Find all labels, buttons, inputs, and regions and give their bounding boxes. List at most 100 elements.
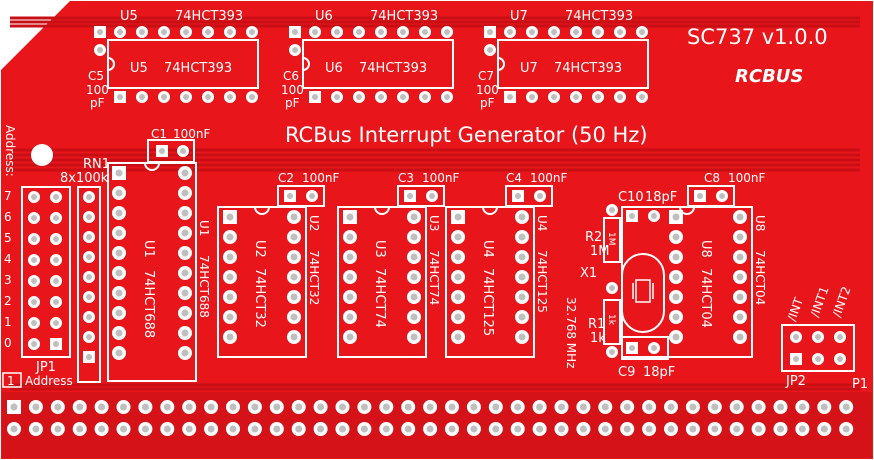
pad-round	[669, 250, 683, 264]
pad-round	[353, 26, 365, 38]
pad-round	[620, 422, 635, 436]
pad-round	[50, 400, 65, 414]
ic-mid-side-part: 74HCT74	[427, 250, 441, 305]
pad-round	[28, 212, 40, 224]
pad-round	[554, 400, 569, 414]
cap-ref: C5	[88, 69, 104, 83]
c8-value: 100nF	[728, 171, 766, 185]
cap-ref: C3	[398, 171, 414, 185]
pad-round	[576, 422, 591, 436]
pad-square	[284, 190, 296, 202]
pad-round	[83, 231, 95, 243]
pad-round	[28, 400, 43, 414]
pad-round	[441, 26, 453, 38]
pad-round	[733, 310, 747, 324]
c10-ref: C10	[618, 190, 644, 205]
pad-round	[419, 91, 431, 103]
pad-round	[223, 270, 237, 284]
pad-round	[423, 400, 438, 414]
pad-round	[343, 310, 357, 324]
cap-unit: pF	[90, 96, 105, 110]
pad-round	[94, 44, 106, 56]
ic-top-body-ref: U5	[130, 61, 148, 76]
pad-round	[112, 186, 126, 200]
pad-square	[512, 190, 524, 202]
cap-value: 100nF	[530, 171, 568, 185]
r1-body: 1k	[606, 314, 616, 326]
pad-round	[598, 422, 613, 436]
pad-round	[515, 310, 529, 324]
pad-square	[504, 91, 516, 103]
pad-round	[526, 91, 538, 103]
ic-mid-body-part: 74HCT125	[480, 268, 495, 336]
pad-round	[636, 91, 648, 103]
pad-round	[178, 206, 192, 220]
x1-ref: X1	[580, 266, 597, 281]
cap-ref: C4	[506, 171, 522, 185]
pad-round	[664, 400, 678, 414]
u1-body-part: 74HCT688	[141, 270, 156, 338]
pad-round	[620, 400, 635, 414]
ic-top-body-part: 74HCT393	[359, 61, 427, 76]
pad-round	[733, 330, 747, 344]
rn1-value: 8x100k	[60, 171, 109, 186]
pad-round	[343, 330, 357, 344]
pad-round	[357, 400, 372, 414]
pad-square	[790, 353, 802, 365]
ic-top-body-part: 74HCT393	[164, 61, 232, 76]
pad-square	[694, 190, 706, 202]
pad-round	[83, 211, 95, 223]
ic-mid-side-part: 74HCT32	[307, 250, 321, 305]
pad-round	[648, 210, 660, 222]
pad-round	[287, 210, 301, 224]
pad-square	[7, 400, 21, 414]
pad-round	[751, 400, 766, 414]
pad-round	[642, 400, 657, 414]
pad-round	[269, 422, 284, 436]
pad-round	[773, 422, 788, 436]
c9-ref: C9	[618, 365, 635, 380]
pad-round	[28, 191, 40, 203]
pad-round	[331, 26, 343, 38]
ic-mid-body-ref: U4	[480, 240, 495, 258]
pad-round	[466, 400, 481, 414]
pad-round	[407, 250, 421, 264]
pad-round	[313, 422, 328, 436]
pad-round	[28, 275, 40, 287]
c9-value: 18pF	[643, 365, 675, 380]
pad-round	[72, 422, 87, 436]
pad-round	[606, 282, 618, 294]
pad-round	[554, 422, 569, 436]
pad-round	[466, 422, 481, 436]
pad-round	[570, 26, 582, 38]
pad-square	[343, 210, 357, 224]
ic-top-part-label: 74HCT393	[370, 9, 438, 24]
pad-round	[178, 186, 192, 200]
pad-round	[401, 400, 416, 414]
pad-round	[313, 400, 328, 414]
pad-round	[648, 342, 660, 354]
pad-round	[669, 290, 683, 304]
pad-round	[488, 422, 503, 436]
pad-round	[112, 206, 126, 220]
pad-round	[407, 210, 421, 224]
u8-body-ref: U8	[698, 240, 713, 258]
pad-round	[614, 26, 626, 38]
ic-mid-side-ref: U4	[535, 215, 549, 231]
pad-round	[136, 91, 148, 103]
jp1-label: Address	[25, 374, 73, 388]
pad-round	[548, 91, 560, 103]
pad-round	[423, 422, 438, 436]
pad-square	[451, 210, 465, 224]
u8-side-ref: U8	[753, 215, 767, 231]
pad-round	[223, 310, 237, 324]
ic-top-part-label: 74HCT393	[175, 9, 243, 24]
pad-round	[733, 270, 747, 284]
pad-round	[287, 330, 301, 344]
pad-round	[707, 422, 722, 436]
pad-round	[160, 422, 175, 436]
pad-round	[548, 26, 560, 38]
